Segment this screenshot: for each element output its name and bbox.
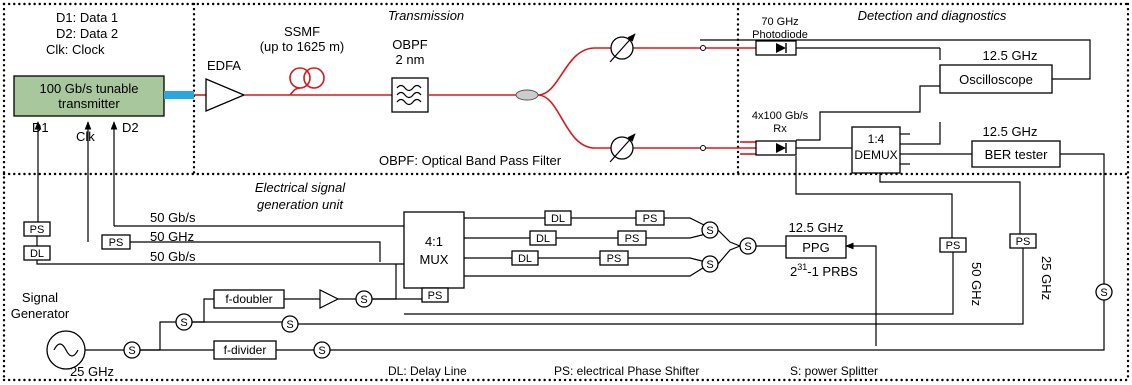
- siggen-frequency: 25 GHz: [70, 364, 114, 379]
- splitter-doubler-label: S: [360, 294, 367, 306]
- fiber-connector: [164, 91, 194, 99]
- splitter-mid-label: S: [286, 319, 293, 331]
- splitter-gen-top-label: S: [180, 317, 187, 329]
- rx-label-2: Rx: [773, 123, 787, 135]
- mux-label-1: 4:1: [425, 234, 443, 249]
- dl-row1: [544, 210, 572, 226]
- ppg-label: PPG: [802, 240, 829, 255]
- ps-25ghz-freq: 25 GHz: [1039, 256, 1054, 300]
- legend-d2: D2: Data 2: [56, 26, 118, 41]
- splitter-gen-label: S: [128, 345, 135, 357]
- ps-mux: [421, 287, 449, 303]
- ppg-bandwidth: 12.5 GHz: [789, 220, 844, 235]
- dl-row3-label: DL: [518, 253, 532, 265]
- dl-row2: [529, 230, 557, 246]
- obpf-filter-icon: [391, 77, 429, 113]
- splitter-divider-label: S: [318, 345, 325, 357]
- ps-left-top-label: PS: [30, 224, 45, 236]
- demux-label-1: 1:4: [868, 132, 885, 146]
- ssmf-fiber-spool-icon: [289, 67, 325, 96]
- ber-tester-label: BER tester: [985, 147, 1049, 162]
- tunable-transmitter: 100 Gb/s tunable transmitter: [13, 75, 165, 117]
- ps-row1-label: PS: [643, 213, 658, 225]
- oscilloscope-label: Oscilloscope: [959, 72, 1033, 87]
- photodiode-label-2: Photodiode: [752, 29, 808, 41]
- ssmf-label-2: (up to 1625 m): [260, 39, 345, 54]
- splitter-right-label: S: [1100, 287, 1107, 299]
- ps-row3: [599, 250, 629, 266]
- ps-clk-label: PS: [109, 237, 124, 249]
- f-doubler-label: f-doubler: [225, 292, 272, 306]
- section-electrical-2: generation unit: [257, 197, 344, 212]
- footer-ps: PS: electrical Phase Shifter: [554, 364, 699, 378]
- input-d1-label: D1: [32, 120, 49, 135]
- sine-wave-icon: [53, 343, 79, 357]
- splitter-mid: [281, 315, 299, 333]
- ps-50ghz-freq: 50 GHz: [969, 262, 984, 306]
- transmitter-label-1: 100 Gb/s tunable: [39, 81, 138, 96]
- demux-label-2: DEMUX: [854, 148, 897, 162]
- ps-50ghz-label: PS: [946, 240, 961, 252]
- edfa-label: EDFA: [207, 58, 241, 73]
- splitter-upper-label: S: [706, 225, 713, 237]
- ps-row3-label: PS: [607, 253, 622, 265]
- ber-tester-box: [971, 140, 1061, 168]
- ps-row2-label: PS: [625, 233, 640, 245]
- splitter-combine-label: S: [744, 241, 751, 253]
- dl-row3: [511, 250, 539, 266]
- rx-label-1: 4x100 Gb/s: [752, 110, 809, 122]
- optical-phase-shifter-bottom-icon: [609, 133, 636, 163]
- siggen-label-1: Signal: [22, 290, 58, 305]
- photodiode-icon: [755, 40, 797, 56]
- section-detection: Detection and diagnostics: [858, 8, 1007, 23]
- dl-row1-label: DL: [551, 213, 565, 225]
- signal-50gbs-bottom: 50 Gb/s: [150, 249, 196, 264]
- edfa-amplifier-icon: [205, 78, 246, 112]
- section-electrical-1: Electrical signal: [255, 180, 346, 195]
- photodiode-label-1: 70 GHz: [761, 16, 798, 28]
- splitter-lower-label: S: [706, 259, 713, 271]
- optical-phase-shifter-top-icon: [609, 33, 636, 63]
- f-divider-label: f-divider: [224, 343, 267, 357]
- signal-50ghz: 50 GHz: [150, 229, 194, 244]
- legend-clk: Clk: Clock: [46, 42, 105, 57]
- ssmf-label-1: SSMF: [284, 24, 320, 39]
- obpf-legend-note: OBPF: Optical Band Pass Filter: [379, 153, 562, 168]
- signal-50gbs-top: 50 Gb/s: [150, 210, 196, 225]
- ps-row2: [617, 230, 647, 246]
- footer-dl: DL: Delay Line: [388, 364, 467, 378]
- ps-mux-label: PS: [428, 290, 443, 302]
- oscilloscope-bandwidth: 12.5 GHz: [983, 48, 1038, 63]
- ber-bandwidth: 12.5 GHz: [983, 124, 1038, 139]
- demux-box: [851, 126, 901, 174]
- dl-left-label: DL: [30, 248, 44, 260]
- obpf-label-1: OBPF: [392, 37, 427, 52]
- section-transmission: Transmission: [388, 8, 464, 23]
- input-d2-label: D2: [122, 120, 139, 135]
- transmitter-box: [13, 75, 165, 117]
- footer-s: S: power Splitter: [790, 364, 878, 378]
- siggen-label-2: Generator: [11, 306, 70, 321]
- transmitter-label-2: transmitter: [58, 96, 120, 111]
- splitter-divider: [313, 341, 331, 359]
- legend-d1: D1: Data 1: [56, 10, 118, 25]
- dl-row2-label: DL: [536, 233, 550, 245]
- obpf-label-2: 2 nm: [396, 52, 425, 67]
- rf-amplifier-icon: [319, 289, 340, 309]
- ps-25ghz-label: PS: [1016, 236, 1031, 248]
- fiber-coupler-icon: [515, 89, 539, 101]
- mux-box: [403, 211, 465, 289]
- mux-label-2: MUX: [420, 252, 449, 267]
- input-clk-label: Clk: [76, 129, 95, 144]
- prbs-label: 231-1 PRBS: [790, 262, 858, 279]
- ps-row1: [635, 210, 665, 226]
